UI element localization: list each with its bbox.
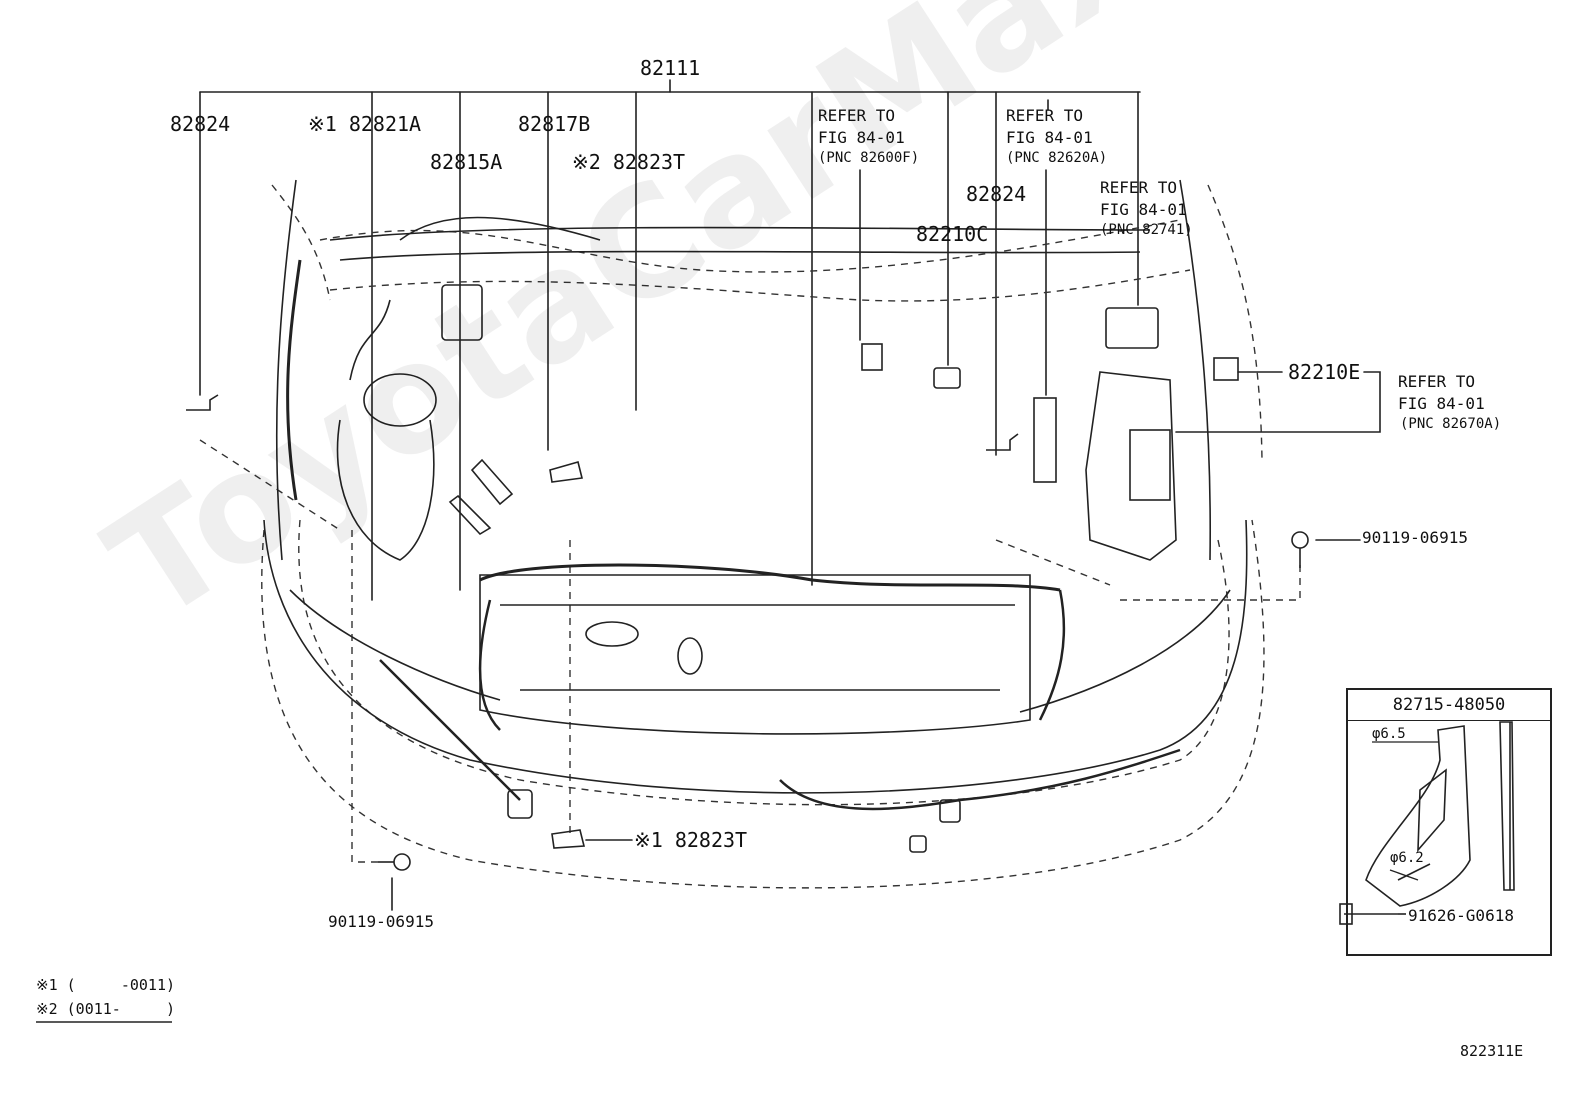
inset-label-d62: φ6.2 — [1390, 850, 1424, 866]
label-refer-82620a-line3: (PNC 82620A) — [1006, 150, 1108, 166]
label-82824-left: 82824 — [170, 112, 231, 136]
label-bolt-right: 90119-06915 — [1362, 528, 1468, 547]
inset-label-d65: φ6.5 — [1372, 726, 1406, 742]
label-82815a: 82815A — [430, 150, 503, 174]
label-refer-82741-line3: (PNC 82741) — [1100, 222, 1193, 238]
label-refer-82670a-line3: (PNC 82670A) — [1400, 416, 1502, 432]
label-refer-82620a-line1: REFER TO — [1006, 106, 1084, 125]
label-82821a: ※1 82821A — [308, 112, 422, 136]
inset-label-bolt: 91626-G0618 — [1408, 906, 1514, 925]
label-refer-82600f-line1: REFER TO — [818, 106, 896, 125]
label-refer-82741-line2: FIG 84-01 — [1100, 200, 1187, 219]
label-82210c: 82210C — [916, 222, 989, 246]
label-refer-82741-line1: REFER TO — [1100, 178, 1178, 197]
label-bolt-bottom: 90119-06915 — [328, 912, 434, 931]
inset-panel: 82715-48050 — [1346, 688, 1552, 956]
label-82817b: 82817B — [518, 112, 591, 136]
label-main-harness-82111: 82111 — [640, 56, 701, 80]
label-82210e: 82210E — [1288, 360, 1361, 384]
figure-id: 822311E — [1460, 1042, 1524, 1060]
label-82823t-bottom: ※1 82823T — [634, 828, 748, 852]
footnote-1: ※1 ( -0011) — [36, 976, 175, 994]
label-82824-right: 82824 — [966, 182, 1027, 206]
label-82823t-top: ※2 82823T — [572, 150, 686, 174]
label-refer-82600f-line2: FIG 84-01 — [818, 128, 905, 147]
footnote-2: ※2 (0011- ) — [36, 1000, 175, 1018]
inset-title: 82715-48050 — [1348, 690, 1550, 721]
label-refer-82670a-line1: REFER TO — [1398, 372, 1476, 391]
label-refer-82600f-line3: (PNC 82600F) — [818, 150, 920, 166]
label-refer-82620a-line2: FIG 84-01 — [1006, 128, 1093, 147]
label-refer-82670a-line2: FIG 84-01 — [1398, 394, 1485, 413]
